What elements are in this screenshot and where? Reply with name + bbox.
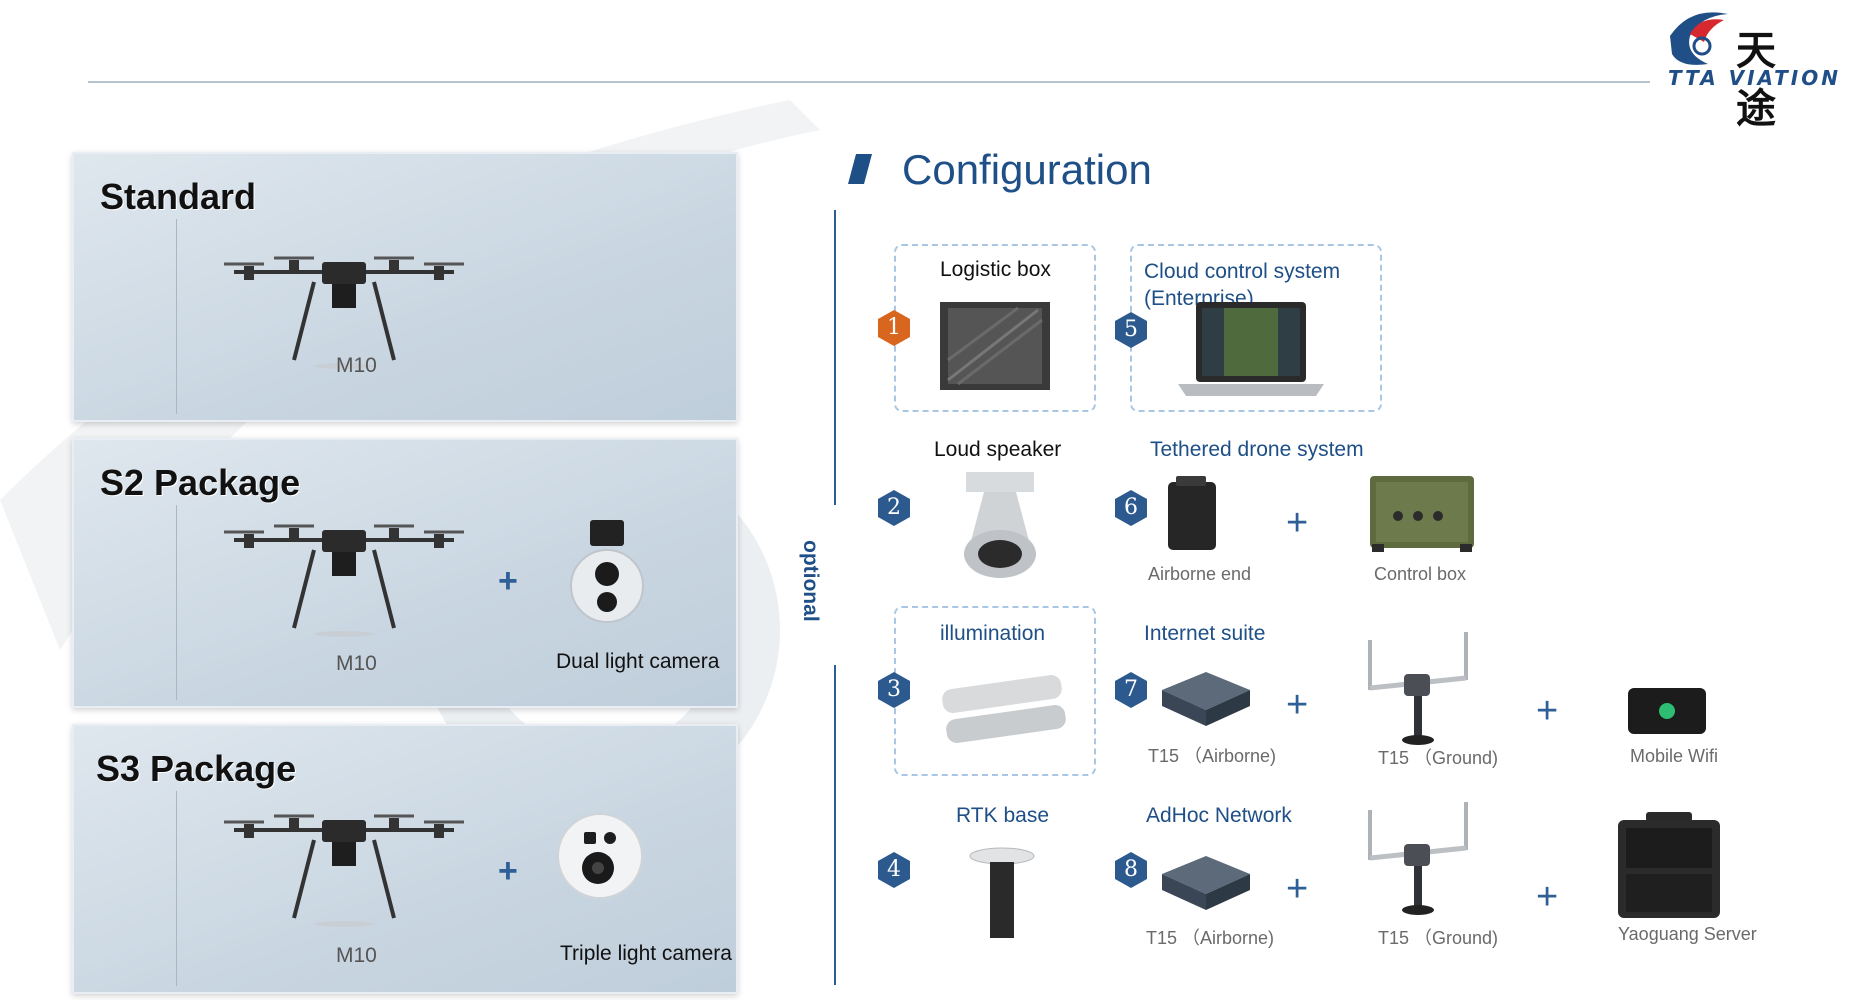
airborne-end-icon xyxy=(1168,476,1216,550)
badge-number: 2 xyxy=(887,495,901,520)
optional-divider-bottom xyxy=(834,665,836,985)
plus-icon: + xyxy=(498,852,518,890)
t15-airborne-icon xyxy=(1162,672,1250,726)
camera-label: Dual light camera xyxy=(556,650,720,673)
loud-speaker-icon xyxy=(964,472,1036,578)
header-rule xyxy=(88,81,1650,83)
plus-icon: + xyxy=(1536,876,1559,918)
config-item-label: RTK base xyxy=(956,804,1049,827)
plus-icon: + xyxy=(1286,502,1309,544)
rtk-base-icon xyxy=(969,847,1035,938)
badge-number: 5 xyxy=(1124,317,1138,342)
config-part-label: Airborne end xyxy=(1148,564,1252,584)
config-part-label: T15 （Airborne) xyxy=(1148,746,1277,766)
config-part-label: Yaoguang Server xyxy=(1618,924,1757,944)
drone-icon xyxy=(224,524,464,637)
config-item-label: AdHoc Network xyxy=(1146,804,1292,827)
number-badge-icon xyxy=(1115,490,1147,526)
card-divider xyxy=(176,505,177,700)
badge-number: 1 xyxy=(887,315,901,340)
config-part-label: T15 （Ground) xyxy=(1378,748,1499,768)
plus-icon: + xyxy=(1286,868,1309,910)
config-item-label: Tethered drone system xyxy=(1150,438,1364,461)
number-badge-icon xyxy=(878,672,910,708)
t15-ground-icon xyxy=(1368,802,1468,915)
configuration-title: Configuration xyxy=(902,146,1152,193)
config-part-label: Mobile Wifi xyxy=(1630,746,1719,766)
mobile-wifi-icon xyxy=(1628,688,1706,734)
package-title: Standard xyxy=(100,176,257,217)
logo-text-english: TTA VIATION xyxy=(1668,66,1841,90)
config-item-label: Internet suite xyxy=(1144,622,1266,645)
yaoguang-server-case-icon xyxy=(1618,812,1720,918)
badge-number: 8 xyxy=(1124,857,1138,882)
number-badge-icon xyxy=(878,852,910,888)
logistic-box-icon xyxy=(940,302,1050,390)
optional-divider-top xyxy=(834,210,836,505)
package-card-s3: S3 Package M10 + Triple light camera xyxy=(72,724,738,994)
card-divider xyxy=(176,219,177,414)
control-box-icon xyxy=(1370,476,1474,552)
illumination-light-icon xyxy=(942,675,1066,743)
drone-icon xyxy=(224,256,464,369)
config-part-label: T15 （Ground) xyxy=(1378,928,1499,948)
plus-icon: + xyxy=(1536,690,1559,732)
config-item-label: Loud speaker xyxy=(934,438,1062,461)
badge-number: 3 xyxy=(887,677,901,702)
config-item-label: illumination xyxy=(940,622,1046,645)
number-badge-icon xyxy=(878,310,910,346)
drone-icon xyxy=(224,814,464,927)
logo-text-chinese: 天 途 xyxy=(1736,28,1788,132)
number-badge-icon xyxy=(1115,672,1147,708)
badge-number: 6 xyxy=(1124,495,1138,520)
plus-icon: + xyxy=(1286,684,1309,726)
laptop-icon xyxy=(1178,302,1324,396)
package-card-standard: Standard M10 xyxy=(72,152,738,422)
t15-airborne-icon xyxy=(1162,856,1250,910)
dual-light-camera-icon xyxy=(570,520,644,623)
section-mark-icon xyxy=(848,154,872,184)
config-part-label: T15 （Airborne) xyxy=(1146,928,1275,948)
optional-label: optional xyxy=(799,540,822,622)
package-title: S2 Package xyxy=(100,462,301,503)
drone-model-label: M10 xyxy=(336,944,377,967)
number-badge-icon xyxy=(878,490,910,526)
triple-light-camera-icon xyxy=(557,813,643,899)
t15-ground-icon xyxy=(1368,632,1468,745)
card-divider xyxy=(176,791,177,986)
package-card-s2: S2 Package M10 + Dual light camera xyxy=(72,438,738,708)
camera-label: Triple light camera xyxy=(560,942,732,965)
config-part-label: Control box xyxy=(1374,564,1467,584)
package-title: S3 Package xyxy=(96,748,297,789)
company-logo-icon xyxy=(1670,12,1728,65)
number-badge-icon xyxy=(1115,312,1147,348)
drone-model-label: M10 xyxy=(336,652,377,675)
number-badge-icon xyxy=(1115,852,1147,888)
badge-number: 7 xyxy=(1124,677,1138,702)
config-item-label: Logistic box xyxy=(940,258,1051,281)
badge-number: 4 xyxy=(887,857,901,882)
plus-icon: + xyxy=(498,562,518,600)
drone-model-label: M10 xyxy=(336,354,377,377)
